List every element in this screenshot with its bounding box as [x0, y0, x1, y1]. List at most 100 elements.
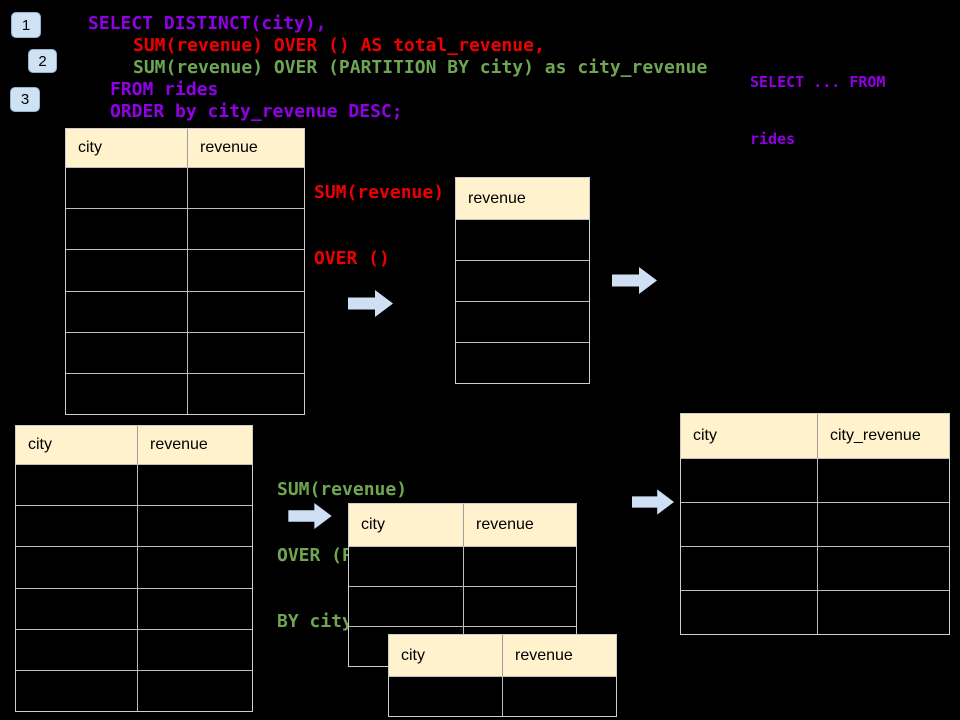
table-row: [349, 586, 576, 626]
empty-cell: [818, 547, 949, 590]
table-row: [456, 342, 589, 383]
sql-fragment-note: SELECT ... FROM rides: [750, 35, 885, 187]
table-header-row: city revenue: [66, 129, 304, 167]
table-header-row: city revenue: [349, 504, 576, 546]
table-row: [349, 546, 576, 586]
empty-cell: [138, 547, 252, 587]
empty-cell: [66, 332, 188, 373]
sql-line-select: SELECT DISTINCT(city),: [88, 13, 327, 34]
empty-cell: [16, 670, 138, 712]
step-badge-1: 1: [11, 12, 41, 38]
empty-cell: [389, 677, 503, 716]
column-header-city: city: [349, 504, 464, 546]
table-body: [389, 676, 616, 716]
table-row: [66, 290, 304, 332]
empty-cell: [188, 333, 304, 373]
empty-cell: [681, 547, 818, 590]
empty-cell: [16, 465, 138, 506]
empty-cell: [16, 547, 138, 588]
table-body: [16, 464, 252, 712]
empty-cell: [16, 629, 138, 670]
table-row: [66, 208, 304, 250]
sql-line-city-revenue: SUM(revenue) OVER (PARTITION BY city) as…: [133, 57, 708, 78]
empty-cell: [464, 547, 576, 586]
table-row: [681, 502, 949, 546]
table-row: [681, 458, 949, 502]
table-row: [456, 301, 589, 342]
table-row: [456, 219, 589, 260]
empty-cell: [188, 292, 304, 332]
empty-cell: [66, 209, 188, 250]
empty-cell: [818, 503, 949, 546]
sql-fragment-note-line1: SELECT ... FROM: [750, 73, 886, 91]
table-row: [456, 260, 589, 301]
empty-cell: [349, 587, 464, 626]
empty-cell: [818, 459, 949, 502]
table-row: [16, 546, 252, 588]
table-row: [389, 676, 616, 716]
table-row: [66, 249, 304, 291]
table-body: [456, 219, 589, 383]
empty-cell: [456, 261, 589, 301]
empty-cell: [188, 374, 304, 414]
arrow-right-icon: [632, 489, 674, 515]
arrow-right-icon: [287, 503, 333, 529]
empty-cell: [456, 302, 589, 342]
step-badge-3: 3: [10, 87, 40, 112]
empty-cell: [16, 588, 138, 629]
table-row: [66, 167, 304, 209]
empty-cell: [818, 591, 949, 634]
empty-cell: [681, 459, 818, 502]
column-header-revenue: revenue: [515, 646, 573, 664]
empty-cell: [188, 168, 304, 208]
empty-cell: [66, 250, 188, 291]
partition-label-line1: SUM(revenue): [277, 479, 408, 500]
partition-table-overlap: city revenue: [388, 634, 617, 717]
arrow-right-icon: [612, 267, 657, 294]
column-header-city: city: [681, 414, 818, 458]
sql-line-total-revenue: SUM(revenue) OVER () AS total_revenue,: [133, 35, 545, 56]
final-result-table: city city_revenue: [680, 413, 950, 635]
source-table-top: city revenue: [65, 128, 305, 415]
table-row: [16, 505, 252, 547]
table-header-row: revenue: [456, 178, 589, 219]
empty-cell: [188, 250, 304, 290]
table-body: [66, 167, 304, 415]
column-header-city: city: [16, 426, 138, 464]
total-revenue-label-line2: OVER (): [314, 248, 390, 269]
column-header-revenue: revenue: [476, 516, 534, 533]
empty-cell: [681, 591, 818, 634]
table-row: [16, 669, 252, 712]
sql-line-from: FROM rides: [110, 79, 219, 100]
sql-fragment-note-line2: rides: [750, 130, 796, 148]
table-row: [66, 331, 304, 373]
arrow-right-icon: [348, 290, 393, 317]
empty-cell: [456, 220, 589, 260]
empty-cell: [66, 291, 188, 332]
column-header-revenue: revenue: [468, 189, 526, 207]
column-header-city: city: [389, 635, 503, 676]
empty-cell: [349, 547, 464, 586]
empty-cell: [138, 630, 252, 670]
empty-cell: [681, 503, 818, 546]
empty-cell: [464, 587, 576, 626]
step-badge-2: 2: [28, 49, 57, 73]
empty-cell: [16, 506, 138, 547]
empty-cell: [66, 373, 188, 415]
table-row: [16, 587, 252, 629]
column-header-city: city: [66, 129, 188, 167]
table-header-row: city revenue: [389, 635, 616, 676]
column-header-revenue: revenue: [200, 139, 258, 156]
table-row: [681, 590, 949, 634]
total-revenue-table: revenue: [455, 177, 590, 384]
empty-cell: [138, 465, 252, 505]
column-header-city_revenue: city_revenue: [830, 427, 921, 444]
total-revenue-label: SUM(revenue) OVER (): [314, 138, 444, 314]
table-row: [681, 546, 949, 590]
empty-cell: [503, 677, 616, 716]
empty-cell: [138, 589, 252, 629]
empty-cell: [188, 209, 304, 249]
empty-cell: [66, 168, 188, 209]
